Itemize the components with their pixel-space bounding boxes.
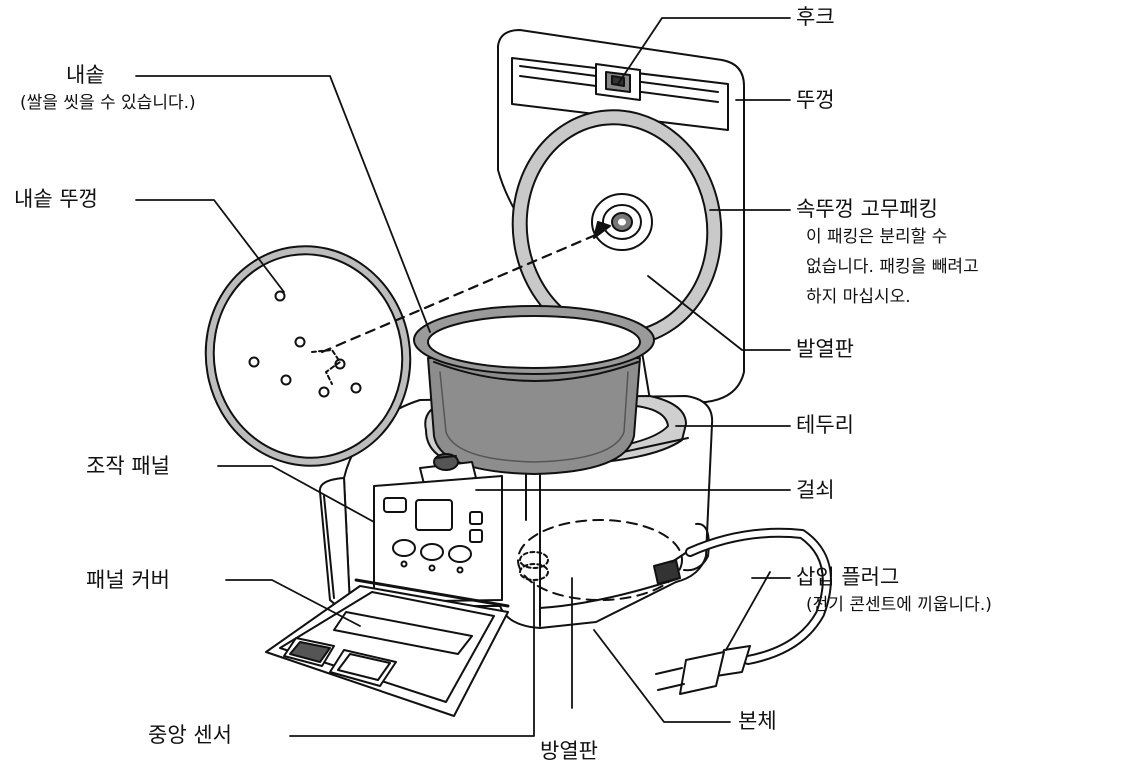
hook-drawing	[595, 63, 641, 101]
label-lid: 뚜껑	[796, 88, 835, 112]
panel-cover-drawing	[265, 578, 510, 717]
label-control-panel: 조작 패널	[86, 454, 170, 478]
label-plug-note: (전기 콘센트에 끼웁니다.)	[806, 595, 992, 615]
label-heat-plate-upper: 발열판	[796, 337, 854, 361]
label-inner-pot-note: (쌀을 씻을 수 있습니다.)	[20, 93, 196, 113]
steam-vent-drawing	[591, 193, 653, 251]
label-gasket-note-3: 하지 마십시오.	[806, 287, 911, 307]
label-heat-plate-lower: 방열판	[540, 739, 598, 763]
label-hook: 후크	[796, 5, 835, 29]
lid-drawing	[497, 29, 745, 403]
label-body: 본체	[738, 709, 777, 733]
label-gasket-note-2: 없습니다. 패킹을 빼려고	[806, 257, 979, 277]
label-gasket-note-1: 이 패킹은 분리할 수	[806, 227, 948, 247]
inner-lid-drawing	[204, 245, 412, 467]
label-inner-lid: 내솥 뚜껑	[14, 187, 98, 211]
power-cord-drawing	[655, 527, 832, 695]
label-latch: 걸쇠	[796, 478, 835, 502]
label-rim: 테두리	[796, 413, 854, 437]
label-gasket: 속뚜껑 고무패킹	[796, 197, 938, 221]
control-panel-drawing	[373, 475, 503, 603]
label-center-sensor: 중앙 센서	[148, 723, 232, 747]
inner-pot-drawing	[413, 305, 655, 475]
label-inner-pot: 내솥	[66, 63, 105, 87]
label-panel-cover: 패널 커버	[86, 568, 170, 592]
center-sensor-drawing	[519, 551, 549, 581]
label-plug: 삽입 플러그	[796, 565, 900, 589]
leader-lines	[135, 17, 791, 737]
